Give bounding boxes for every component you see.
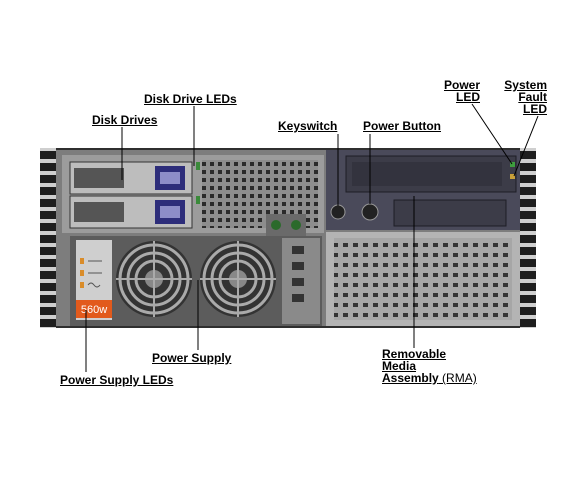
label-system-fault-line3: LED bbox=[523, 102, 547, 116]
leader-system-fault bbox=[513, 115, 539, 177]
label-system-fault-line2: Fault bbox=[518, 90, 547, 104]
label-disk-drive-leds: Disk Drive LEDs bbox=[144, 92, 237, 106]
label-rma-line3-group: Assembly (RMA) bbox=[382, 372, 477, 385]
label-disk-drives: Disk Drives bbox=[92, 113, 158, 127]
power-led bbox=[510, 162, 515, 167]
label-rma-line1: Removable bbox=[382, 347, 447, 361]
left-rack-rail bbox=[40, 148, 56, 328]
label-rma-line3: Assembly bbox=[382, 371, 439, 385]
label-rma-suffix: (RMA) bbox=[438, 371, 477, 385]
disk-drive-bay bbox=[62, 155, 324, 236]
psu-rating-text: 560w bbox=[81, 304, 107, 316]
rma-grille bbox=[326, 232, 520, 326]
psu-fan-left bbox=[116, 241, 192, 317]
label-power-led-line1: Power bbox=[443, 78, 480, 92]
label-power-supply: Power Supply bbox=[152, 351, 232, 365]
right-rack-rail bbox=[520, 148, 536, 328]
power-button bbox=[361, 203, 379, 221]
rma-front-panel bbox=[326, 150, 520, 230]
leader-power-led bbox=[471, 103, 513, 165]
psu-rating-badge bbox=[76, 300, 112, 318]
keyswitch bbox=[330, 204, 346, 220]
disk-led-2 bbox=[196, 196, 200, 204]
label-power-supply-leds: Power Supply LEDs bbox=[60, 373, 174, 387]
label-power-led-line2: LED bbox=[456, 90, 480, 104]
label-power-button: Power Button bbox=[363, 119, 441, 133]
label-keyswitch: Keyswitch bbox=[278, 119, 338, 133]
leader-lines bbox=[85, 103, 539, 372]
label-system-fault-line1: System bbox=[504, 78, 547, 92]
system-fault-led bbox=[510, 174, 515, 179]
psu-fan-right bbox=[200, 241, 276, 317]
power-supply-unit bbox=[70, 236, 322, 326]
label-rma-line2: Media bbox=[382, 359, 417, 373]
disk-led-1 bbox=[196, 162, 200, 170]
